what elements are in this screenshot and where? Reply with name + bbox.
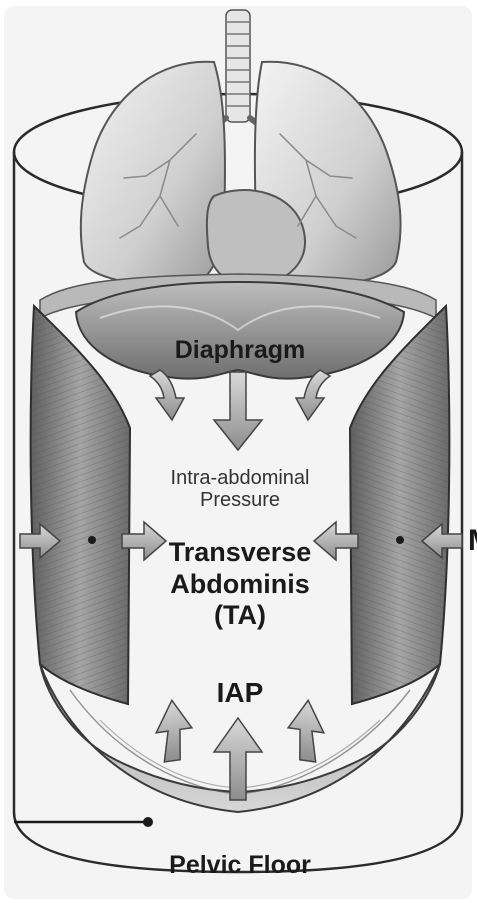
transverse-abdominis-label: Transverse Abdominis (TA) xyxy=(140,537,340,632)
down-arrow-center xyxy=(214,372,262,450)
ta-line3: (TA) xyxy=(140,600,340,632)
intra-abdominal-line2: Pressure xyxy=(130,489,350,511)
clipped-edge-label: M xyxy=(468,524,477,557)
left-muscle-marker xyxy=(88,536,96,544)
up-arrow-center xyxy=(214,718,262,800)
intra-abdominal-pressure-label: Intra-abdominal Pressure xyxy=(130,467,350,511)
pelvic-floor-pointer xyxy=(14,817,153,827)
pelvic-floor-label: Pelvic Floor xyxy=(150,852,330,880)
right-muscle-marker xyxy=(396,536,404,544)
diaphragm-label: Diaphragm xyxy=(160,337,320,365)
iap-label: IAP xyxy=(200,678,280,709)
up-arrow-left xyxy=(152,698,196,762)
down-arrows xyxy=(150,370,330,450)
left-lung xyxy=(81,62,225,285)
ta-line1: Transverse xyxy=(140,537,340,569)
intra-abdominal-line1: Intra-abdominal xyxy=(130,467,350,489)
ta-line2: Abdominis xyxy=(140,569,340,601)
up-arrow-right xyxy=(284,698,328,762)
